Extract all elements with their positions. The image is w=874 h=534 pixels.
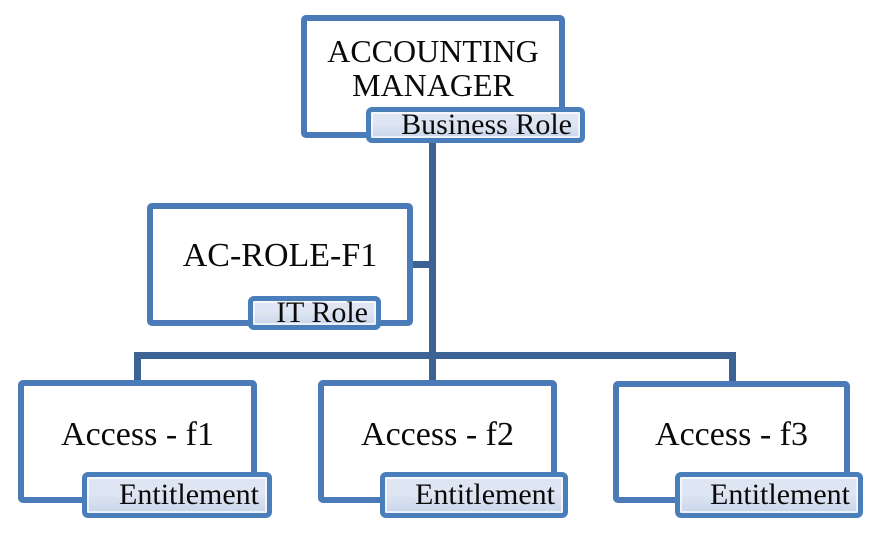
node-label: AC-ROLE-F1: [182, 236, 378, 274]
connector-stub-entitlement-2: [429, 352, 436, 383]
badge-business-role: Business Role: [366, 107, 585, 143]
connector-it-role-branch: [408, 261, 433, 268]
badge-it-role: IT Role: [248, 296, 381, 330]
node-label: Access - f2: [361, 415, 514, 453]
connector-stub-entitlement-3: [729, 352, 736, 384]
connector-business-to-children-vertical: [429, 138, 436, 359]
node-label: Access - f3: [655, 416, 808, 454]
node-label: ACCOUNTING MANAGER: [327, 32, 539, 103]
connector-stub-entitlement-1: [134, 352, 141, 383]
badge-entitlement-3: Entitlement: [675, 472, 863, 518]
badge-entitlement-1: Entitlement: [82, 472, 272, 518]
node-label: Access - f1: [61, 415, 214, 453]
badge-entitlement-2: Entitlement: [380, 472, 568, 518]
